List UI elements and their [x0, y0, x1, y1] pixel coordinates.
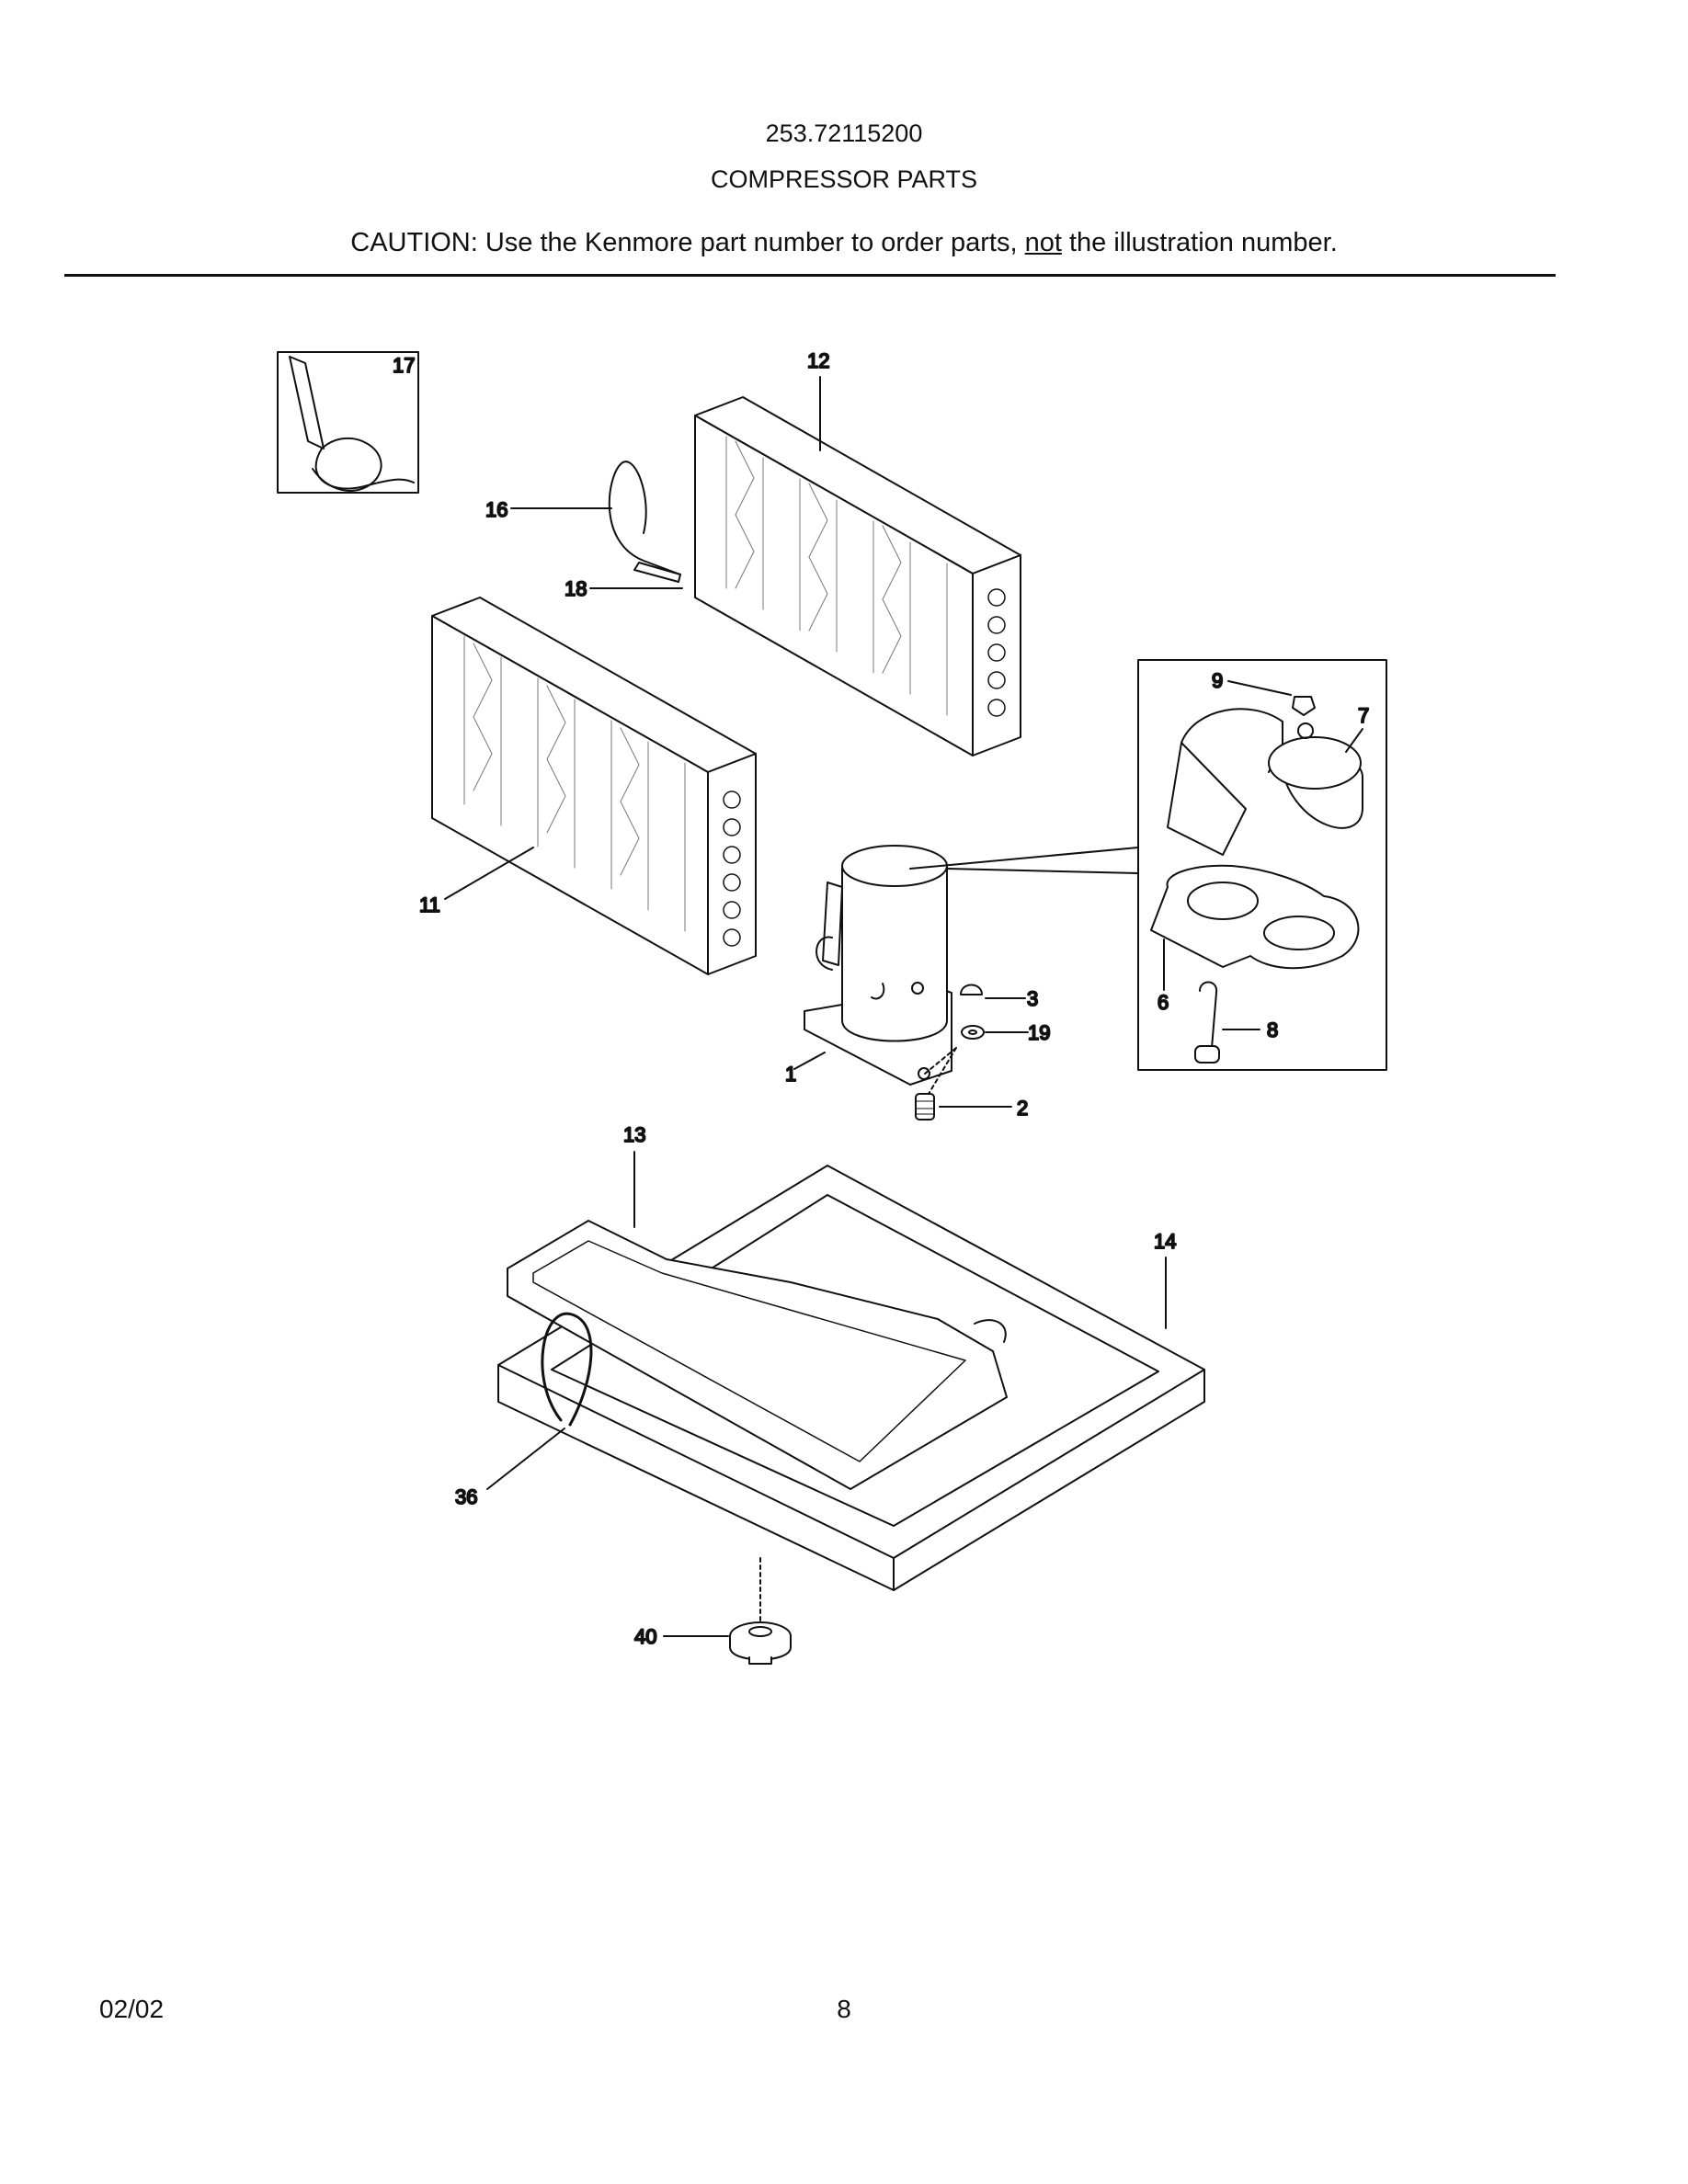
- caution-note: CAUTION: Use the Kenmore part number to …: [0, 228, 1688, 258]
- part-2-bolt: [915, 1093, 935, 1120]
- callout-19: 19: [1028, 1021, 1050, 1044]
- callout-16: 16: [485, 498, 508, 521]
- part-7-compressor-cover: [1167, 708, 1363, 856]
- callout-6: 6: [1158, 991, 1169, 1014]
- callout-17: 17: [393, 354, 415, 377]
- leader-7: [1345, 728, 1363, 753]
- caution-prefix: CAUTION: Use the Kenmore part number to …: [350, 228, 1025, 257]
- part-17-inset: [277, 351, 419, 494]
- part-19-washer: [961, 1025, 985, 1040]
- page-number: 8: [837, 1995, 851, 2023]
- callout-1: 1: [785, 1063, 796, 1086]
- caution-underlined-word: not: [1024, 228, 1062, 257]
- leader-1: [793, 1052, 826, 1070]
- part-40-drain-plug: [729, 1621, 792, 1665]
- section-title: COMPRESSOR PARTS: [710, 165, 978, 193]
- callout-2: 2: [1017, 1097, 1028, 1120]
- leader-36: [486, 1428, 565, 1490]
- caution-suffix: the illustration number.: [1061, 228, 1338, 257]
- part-3-grommet: [960, 984, 983, 995]
- inset-leader-top: [909, 847, 1139, 870]
- part-1-compressor: [804, 845, 952, 1086]
- part-8-clip: [1194, 981, 1220, 1064]
- inset-leader-bottom: [946, 868, 1139, 874]
- callout-13: 13: [623, 1123, 645, 1146]
- part-13-drain-tray: [507, 1220, 1008, 1490]
- part-9-nut: [1292, 696, 1316, 716]
- footer-date: 02/02: [99, 1995, 165, 2023]
- leader-9: [1227, 680, 1292, 696]
- part-36-drain-loop: [541, 1312, 593, 1427]
- callout-7: 7: [1358, 704, 1369, 727]
- callout-36: 36: [455, 1485, 477, 1508]
- callout-40: 40: [634, 1625, 656, 1648]
- callout-3: 3: [1027, 987, 1038, 1010]
- assembly-dashline: [924, 1047, 957, 1095]
- leader-11: [444, 847, 534, 900]
- part-11-condenser-coil: [431, 597, 757, 975]
- callout-9: 9: [1212, 669, 1223, 692]
- callout-18: 18: [565, 577, 587, 600]
- part-6-gasket: [1150, 864, 1360, 970]
- callout-14: 14: [1154, 1230, 1176, 1253]
- header-divider: [64, 274, 1556, 277]
- callout-8: 8: [1267, 1018, 1278, 1041]
- callout-12: 12: [807, 349, 829, 372]
- part-16-capillary-tube: [608, 461, 681, 583]
- model-number: 253.72115200: [765, 119, 923, 147]
- callout-11: 11: [419, 893, 440, 916]
- part-12-evaporator-coil: [694, 396, 1021, 756]
- detail-inset-box: [1137, 659, 1387, 1071]
